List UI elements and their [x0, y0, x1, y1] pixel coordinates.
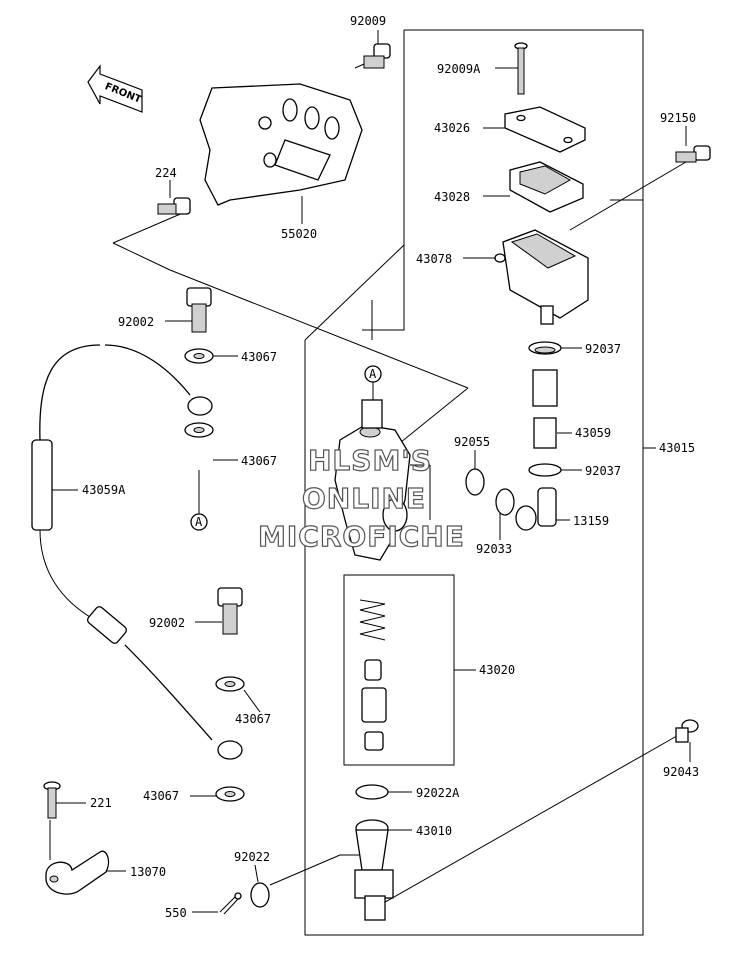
label-92002-lower: 92002: [149, 616, 185, 630]
diaphragm-43028-drawing: [509, 161, 584, 213]
label-92150: 92150: [660, 111, 696, 125]
reservoir-cap-43026-drawing: [504, 106, 586, 153]
label-43059A: 43059A: [82, 483, 126, 497]
label-550: 550: [165, 906, 187, 920]
label-92022: 92022: [234, 850, 270, 864]
washer-92022-drawing: [250, 882, 270, 908]
hose-clamp-92037-lower-drawing: [528, 463, 562, 477]
label-43026: 43026: [434, 121, 470, 135]
clamp-13070-drawing: [45, 850, 110, 895]
hose-clamp-92037-top-drawing: [528, 341, 562, 355]
bracket-55020-drawing: [199, 83, 363, 206]
circlip-92022A-drawing: [355, 784, 389, 800]
reference-a-left: A: [195, 515, 203, 529]
label-43078: 43078: [416, 252, 452, 266]
pin-92043-drawing: [675, 719, 699, 743]
label-13159: 13159: [573, 514, 609, 528]
label-43010: 43010: [416, 824, 452, 838]
label-92037-lower: 92037: [585, 464, 621, 478]
label-92009: 92009: [350, 14, 386, 28]
label-43067-d: 43067: [143, 789, 179, 803]
label-92037-top: 92037: [585, 342, 621, 356]
washers-upper-drawing: [184, 348, 214, 438]
washers-lower-drawing: [215, 676, 245, 802]
piston-assembly-43020-drawing: [343, 574, 455, 766]
screw-92009A-drawing: [514, 42, 528, 95]
reference-a-marks: A A: [190, 365, 382, 531]
brake-hose-43059A-drawing: [31, 344, 243, 760]
label-43028: 43028: [434, 190, 470, 204]
reservoir-43078-drawing: [494, 229, 589, 325]
watermark: HLSM'S ONLINE MICROFICHE: [257, 443, 465, 553]
label-43067-b: 43067: [241, 454, 277, 468]
label-43067-c: 43067: [235, 712, 271, 726]
cotter-pin-550-drawing: [219, 892, 242, 915]
label-55020: 55020: [281, 227, 317, 241]
banjo-bolt-92002-lower-drawing: [217, 587, 243, 635]
push-rod-43010-drawing: [354, 819, 394, 921]
label-92033: 92033: [476, 542, 512, 556]
fitting-13159-drawing: [515, 487, 557, 531]
label-43059: 43059: [575, 426, 611, 440]
label-92022A: 92022A: [416, 786, 460, 800]
rings-drawing: [465, 468, 515, 516]
bolt-92150-drawing: [675, 145, 711, 163]
label-leaders: [52, 30, 691, 913]
label-43015: 43015: [659, 441, 695, 455]
label-92009A: 92009A: [437, 62, 481, 76]
bolt-224-drawing: [157, 197, 191, 215]
watermark-line1: HLSM'S: [308, 444, 432, 477]
label-43020: 43020: [479, 663, 515, 677]
watermark-line3: MICROFICHE: [258, 520, 465, 553]
master-cylinder-body-drawing: [334, 399, 411, 561]
banjo-bolt-92002-upper-drawing: [186, 287, 212, 333]
label-92055: 92055: [454, 435, 490, 449]
watermark-line2: ONLINE: [302, 482, 426, 515]
label-43067-a: 43067: [241, 350, 277, 364]
leader-lines: [49, 161, 687, 906]
label-92043: 92043: [663, 765, 699, 779]
screw-221-drawing: [43, 781, 61, 819]
label-221: 221: [90, 796, 112, 810]
assembly-bracket-43015: [304, 29, 644, 936]
label-13070: 13070: [130, 865, 166, 879]
front-arrow: FRONT: [87, 64, 143, 113]
label-224: 224: [155, 166, 177, 180]
label-92002-upper: 92002: [118, 315, 154, 329]
bolt-92009-drawing: [354, 43, 391, 69]
hose-43059-drawing: [532, 369, 558, 449]
reference-a-top: A: [369, 367, 377, 381]
part-labels: 92009 92009A 43026 92150 43028 224 55020…: [82, 14, 699, 920]
